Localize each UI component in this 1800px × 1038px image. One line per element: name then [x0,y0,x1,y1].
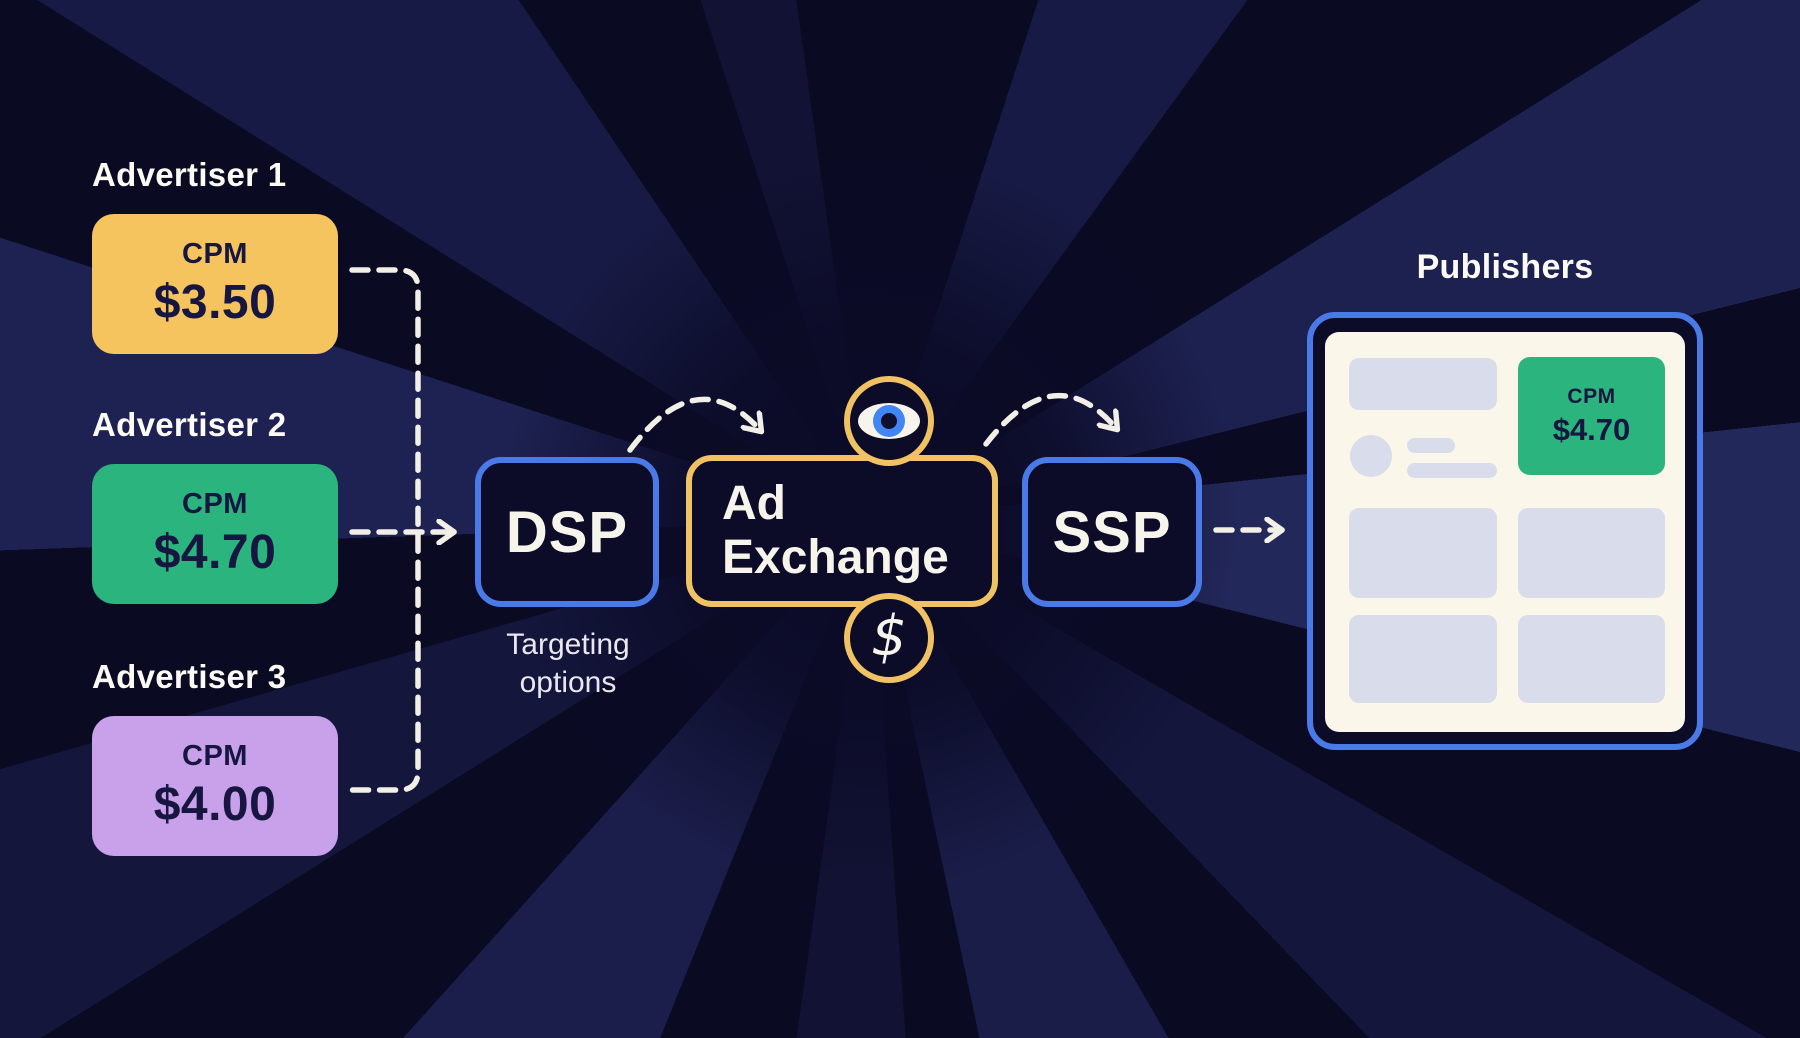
ssp-node: SSP [1022,457,1202,607]
cpm-value: $4.70 [153,526,277,579]
dsp-to-adexchange-arrow [627,396,760,453]
dsp-node: DSP [475,457,659,607]
publisher-content-placeholder [1518,615,1665,703]
publisher-ad-slot-cpm-value: $4.70 [1552,411,1631,447]
publishers-title: Publishers [1416,248,1594,286]
publisher-content-placeholder [1518,508,1665,598]
publisher-avatar-placeholder [1350,435,1392,477]
publisher-text-placeholder [1407,438,1455,453]
advertiser-cpm-card: CPM $4.00 [92,716,338,856]
dollar-sign-icon: $ [871,603,907,669]
advertiser-group: Advertiser 1 CPM $3.50 [92,155,338,354]
publisher-ad-slot-cpm-label: CPM [1567,384,1616,408]
publisher-content-placeholder [1349,358,1497,410]
dsp-label: DSP [505,499,629,565]
publishers-panel: CPM $4.70 [1307,312,1703,750]
publisher-content-placeholder [1349,508,1497,598]
adexchange-to-ssp-arrow [983,392,1116,447]
ad-exchange-label-line2: Exchange [722,531,949,584]
advertisers-column: Advertiser 1 CPM $3.50 Advertiser 2 CPM … [92,0,338,1038]
advertiser-label: Advertiser 2 [92,406,287,443]
cpm-label: CPM [182,488,248,520]
advertiser-group: Advertiser 3 CPM $4.00 [92,657,338,856]
publisher-page-mockup: CPM $4.70 [1325,332,1685,732]
cpm-label: CPM [182,238,248,270]
ad-exchange-label: Ad Exchange [722,477,949,585]
advertiser-label: Advertiser 3 [92,658,287,695]
advertiser-group: Advertiser 2 CPM $4.70 [92,405,338,604]
dsp-caption-line1: Targeting [506,628,630,661]
advertiser-cpm-card: CPM $3.50 [92,214,338,354]
eye-icon [858,403,920,439]
cpm-value: $3.50 [153,276,277,329]
publisher-content-placeholder [1349,615,1497,703]
ad-exchange-node: Ad Exchange [686,455,998,607]
dsp-caption: Targeting options [468,626,668,702]
ssp-label: SSP [1052,499,1172,565]
cpm-value: $4.00 [153,778,277,831]
advertiser-cpm-card: CPM $4.70 [92,464,338,604]
impression-badge [844,376,934,466]
publisher-ad-slot: CPM $4.70 [1518,357,1665,475]
ad-exchange-label-line1: Ad [722,477,786,530]
cpm-label: CPM [182,740,248,772]
dsp-caption-line2: options [519,666,617,699]
eye-pupil [881,413,897,429]
advertisers-bracket-connector [349,267,421,793]
payment-badge: $ [844,593,934,683]
publisher-text-placeholder [1407,463,1497,478]
advertiser-label: Advertiser 1 [92,156,287,193]
